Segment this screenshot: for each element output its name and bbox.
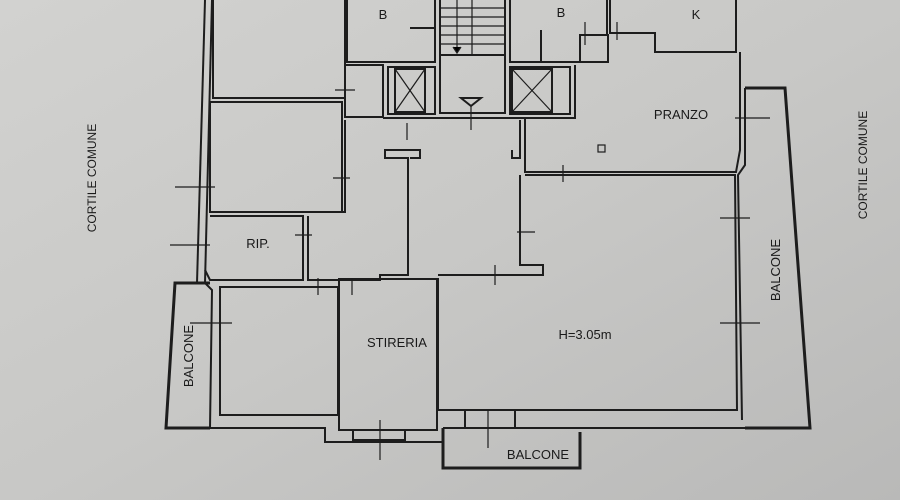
walls [164,0,812,470]
room-label-ironing: STIRERIA [367,335,427,350]
labels: CORTILE COMUNE CORTILE COMUNE B B K PRAN… [85,5,870,462]
stair-treads [440,0,505,55]
ceiling-height-label: H=3.05m [558,327,611,342]
balcony-label-right: BALCONE [768,239,783,301]
room-label-bath-left: B [379,7,388,22]
outside-right-label: CORTILE COMUNE [856,111,870,219]
lift-left [387,66,436,115]
room-label-kitchen: K [692,7,701,22]
outside-left-label: CORTILE COMUNE [85,124,99,232]
room-label-bath-right: B [557,5,566,20]
lift-right [509,66,571,115]
balcony-label-bottom: BALCONE [507,447,569,462]
room-label-storage: RIP. [246,236,270,251]
door-marks [170,22,770,460]
room-label-dining: PRANZO [654,107,708,122]
balcony-label-left: BALCONE [181,325,196,387]
